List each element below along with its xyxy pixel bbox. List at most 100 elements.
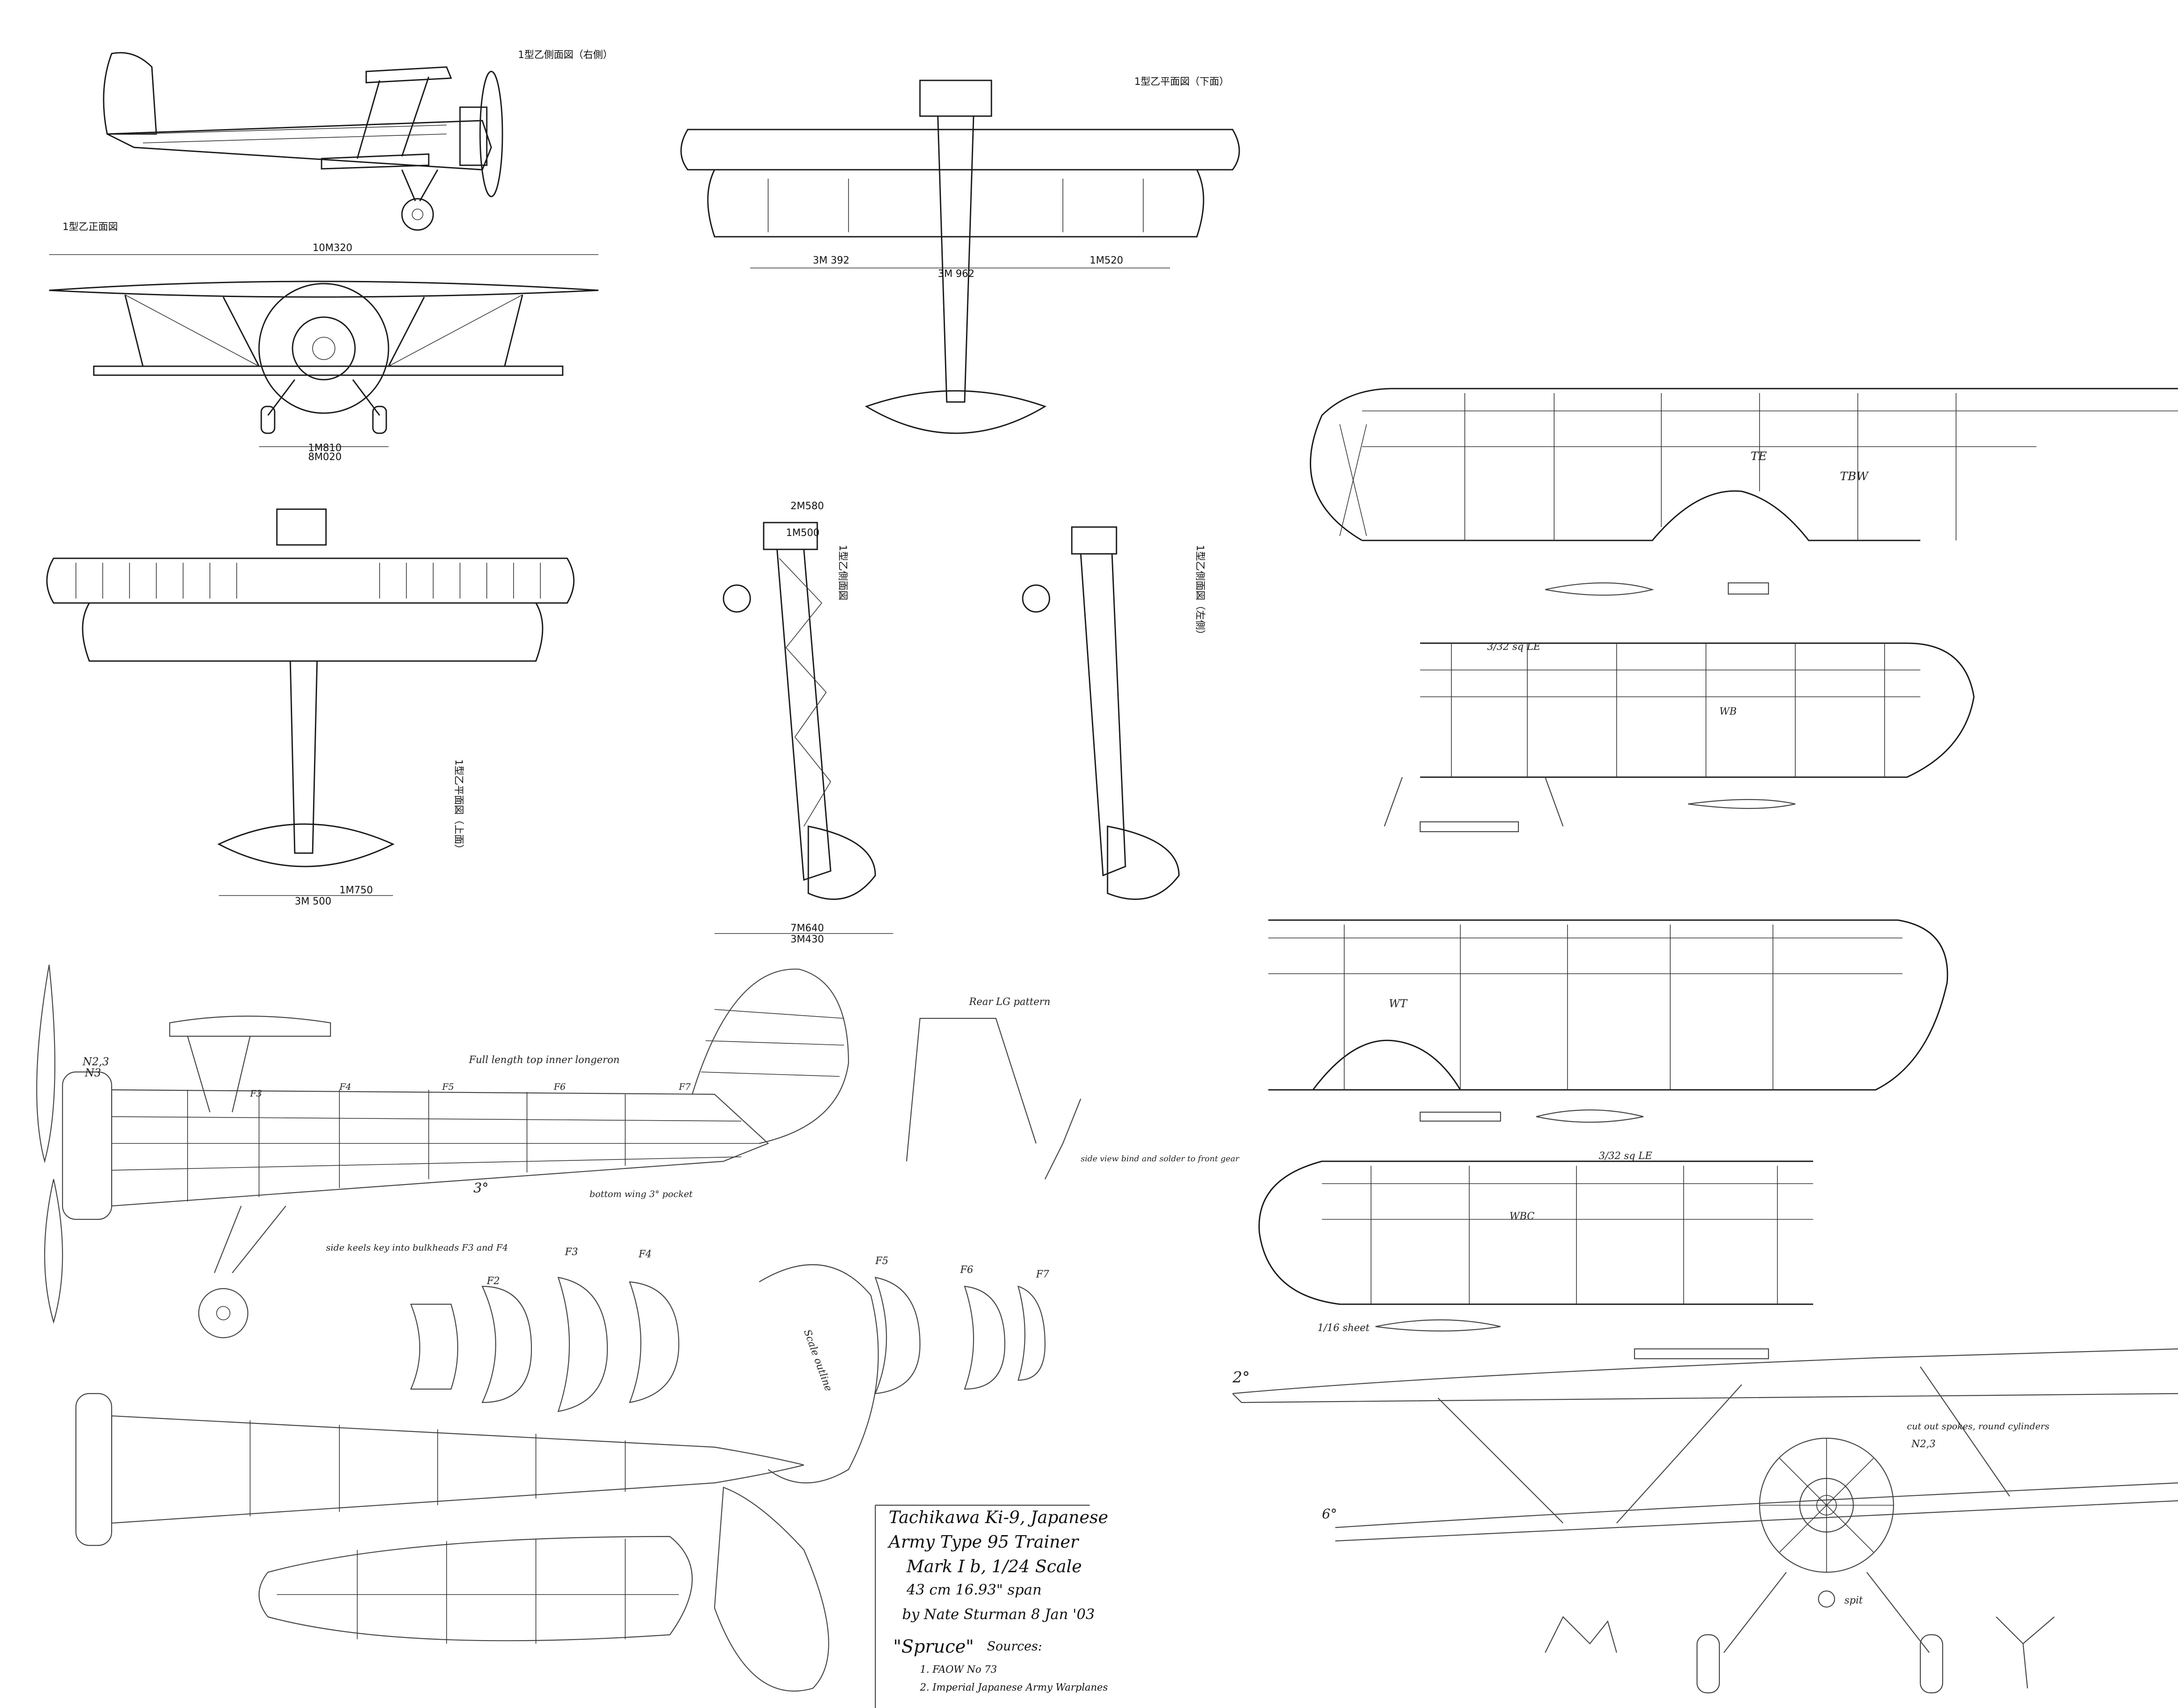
wing2-airfoil: [1688, 799, 1796, 809]
wing3-spar-piece: [1419, 1111, 1501, 1122]
rear-lg-pattern: Rear LG pattern side view bind and solde…: [906, 996, 1240, 1180]
wing4-spar-piece: [1634, 1348, 1769, 1360]
wing2-struts: [1384, 777, 1564, 827]
wing-structure-1: TE TBW: [1309, 388, 2178, 596]
front-wheel-left: [260, 406, 276, 434]
fuselage-side-a: [776, 548, 832, 881]
wing1-spar-piece: [1727, 582, 1769, 595]
note-n23: N2,3: [82, 1055, 109, 1068]
sketch-engine-spokes: [1760, 1438, 1894, 1572]
wheel-side-a: [723, 584, 751, 613]
dim-gear-span: 8M020: [308, 452, 342, 463]
model-fuselage: [111, 1089, 769, 1207]
title-sources: Sources:: [987, 1639, 1042, 1654]
formers-row: F2 F3 F4 F5 F6 F7: [410, 1247, 1049, 1412]
wing4-ribs: [1371, 1166, 1778, 1304]
title-spruce: "Spruce": [893, 1637, 974, 1657]
note-dihedral-top: 2°: [1232, 1369, 1250, 1386]
label-former-f5: F5: [875, 1256, 888, 1267]
note-spit: spit: [1844, 1595, 1863, 1606]
lower-wing-plan: [707, 169, 1204, 238]
note-full-length: Full length top inner longeron: [468, 1055, 619, 1066]
sketch-gear: [1723, 1572, 1930, 1653]
engine-plan-top: [276, 508, 327, 546]
engine-front: [292, 316, 356, 381]
rear-lg-tick: [1045, 1098, 1082, 1180]
truss-side-a: [779, 558, 831, 827]
rudder-side-a: [807, 825, 876, 900]
model-prop-lower: [44, 1179, 63, 1324]
model-longerons: [111, 1116, 759, 1171]
front-gear-legs: [267, 379, 380, 416]
title-line-1: Tachikawa Ki-9, Japanese: [889, 1507, 1108, 1527]
wing4-outline: [1258, 1160, 1813, 1305]
title-source-1: 1. FAOW No 73: [920, 1664, 997, 1675]
front-bracing-wires: [125, 294, 523, 367]
note-side-keels: side keels key into bulkheads F3 and F4: [326, 1242, 508, 1253]
dim-plan-center: 3M 962: [938, 268, 974, 280]
plan-view-bottom: 1型乙平面図（下面） 3M 962 3M 392 1M520: [680, 76, 1240, 434]
label-front: 1型乙正面図: [63, 222, 118, 233]
wing2-outline: [1420, 642, 1975, 778]
note-bottom-wing: bottom wing 3° pocket: [589, 1189, 693, 1199]
engine-hub: [312, 337, 335, 360]
wing-structure-2: 3/32 sq LE WB: [1384, 641, 1975, 833]
wing4-spars: [1322, 1183, 1813, 1220]
title-line-3: Mark I b, 1/24 Scale: [906, 1557, 1082, 1576]
tailplane-plan-top: [217, 823, 395, 867]
tail-fin-outline: [103, 52, 157, 135]
front-struts: [124, 294, 523, 367]
title-line-2: Army Type 95 Trainer: [887, 1532, 1080, 1552]
note-n23-front: N2,3: [1911, 1439, 1936, 1450]
wing1-airfoil: [1545, 582, 1655, 596]
lower-wing-side: [321, 153, 430, 170]
upper-wing-ribs: [75, 563, 541, 599]
fuselage-side-b: [1080, 553, 1126, 877]
aileron-lines: [768, 179, 1144, 232]
note-cut-spokes: cut out spokes, round cylinders: [1907, 1421, 2049, 1432]
wing1-outline: [1309, 388, 2178, 541]
wheel-hub: [412, 209, 423, 220]
sketch-lower-wing: [1335, 1482, 2178, 1542]
sketch-spit-marker: [1818, 1590, 1835, 1608]
model-side-drawing: Full length top inner longeron N3 N2,3 3…: [36, 964, 849, 1339]
upper-wing-plan-top: [46, 557, 575, 604]
rudder-side-b: [1107, 825, 1180, 900]
label-former-f6: F6: [960, 1264, 973, 1276]
wing3-cutout: [1312, 1039, 1461, 1090]
dim-plan-half-a: 3M 392: [813, 255, 849, 266]
model-wheel: [198, 1288, 249, 1339]
front-view-sketch: 2° 6° cut out spokes, round cylinders N2…: [1232, 1348, 2178, 1694]
top-fuselage: [111, 1415, 804, 1524]
sketch-struts: [1438, 1366, 2010, 1524]
side-views-center: 1型乙側面図 1型乙側面図（左側） 7M640 3M430 2M580 1M50…: [715, 501, 1205, 945]
note-tbw: TBW: [1840, 470, 1869, 483]
label-former-f3: F3: [564, 1247, 578, 1258]
former-f3: [557, 1277, 608, 1412]
wing1-tip-cross: [1339, 424, 1367, 536]
wing2-ribs: [1451, 643, 1885, 777]
label-side-left-b: 1型乙側面図（左側）: [1194, 545, 1205, 640]
wing3-outline: [1268, 919, 1948, 1091]
top-tail-lower: [714, 1486, 829, 1692]
note-wt-3: WT: [1389, 997, 1408, 1010]
fuselage-plan-top: [289, 660, 318, 854]
engine-side-b: [1071, 526, 1117, 555]
note-f7-side: F7: [678, 1081, 691, 1092]
note-f5-side: F5: [442, 1081, 454, 1092]
sketch-prop-small: [1996, 1616, 2055, 1689]
label-former-f2: F2: [486, 1276, 500, 1287]
label-former-f7: F7: [1036, 1269, 1049, 1280]
wing2-spar-piece: [1419, 821, 1519, 833]
wing-structure-4: 3/32 sq LE WBC 1/16 sheet: [1258, 1151, 1813, 1360]
top-tail-upper: [759, 1264, 879, 1483]
upper-wing-plan: [680, 129, 1240, 171]
former-f7: [1017, 1285, 1046, 1381]
note-le-2: 3/32 sq LE: [1487, 641, 1540, 653]
note-dihedral-bottom: 6°: [1322, 1507, 1337, 1522]
upper-wing-side: [365, 66, 452, 84]
bottom-wing-outline: [259, 1536, 693, 1641]
dim-tail-half: 1M750: [339, 885, 373, 896]
label-former-f4: F4: [638, 1249, 652, 1260]
wing3-spars: [1268, 938, 1902, 974]
